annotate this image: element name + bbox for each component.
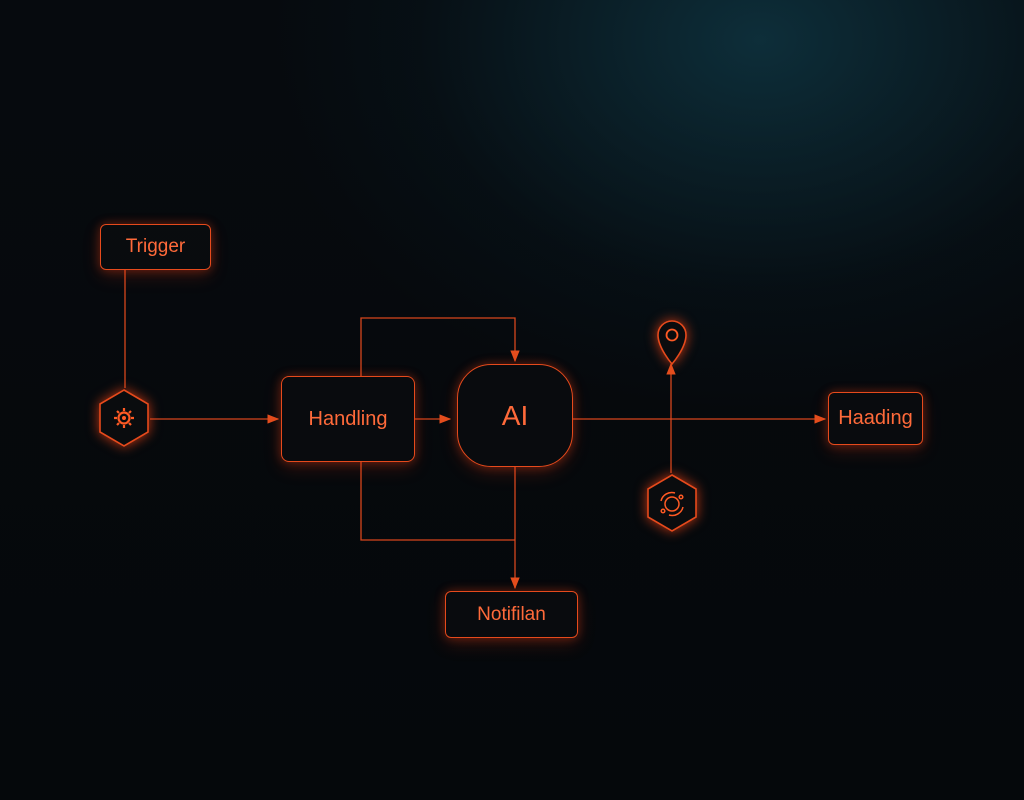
edge-handling-bottom-loop xyxy=(360,462,515,541)
location-pin-icon[interactable] xyxy=(655,318,689,366)
heading-node[interactable]: Haading xyxy=(828,392,923,445)
notification-label: Notifilan xyxy=(477,603,546,625)
handling-node[interactable]: Handling xyxy=(281,376,415,462)
edge-handling-ai-top-loop xyxy=(360,317,520,376)
handling-label: Handling xyxy=(308,407,388,430)
trigger-node[interactable]: Trigger xyxy=(100,224,211,270)
notification-node[interactable]: Notifilan xyxy=(445,591,578,638)
heading-label: Haading xyxy=(838,407,913,429)
trigger-label: Trigger xyxy=(125,236,186,257)
ai-label: AI xyxy=(501,399,529,431)
cycle-icon[interactable] xyxy=(645,473,699,533)
gear-icon[interactable] xyxy=(97,388,151,448)
ai-node[interactable]: AI xyxy=(457,364,573,467)
